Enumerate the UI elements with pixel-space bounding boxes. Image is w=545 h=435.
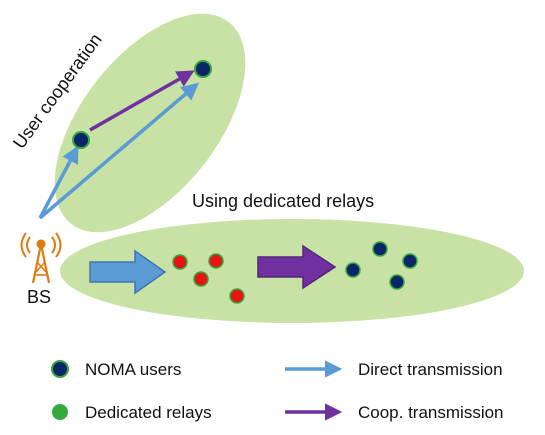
- legend: NOMA users Dedicated relays Direct trans…: [51, 360, 504, 422]
- noma-user: [372, 241, 388, 257]
- dedicated-relay-node: [172, 254, 188, 270]
- legend-coop-transmission-label: Coop. transmission: [358, 403, 504, 422]
- base-station-label: BS: [27, 287, 51, 307]
- direct-transmission-arrow-near-user: [38, 145, 79, 219]
- legend-direct-transmission-label: Direct transmission: [358, 360, 503, 379]
- dedicated-relays-title: Using dedicated relays: [192, 191, 374, 211]
- noma-user: [345, 262, 361, 278]
- dedicated-relay-node: [229, 288, 245, 304]
- noma-user: [402, 253, 418, 269]
- direct-transmission-block-arrow: [89, 249, 167, 295]
- coop-transmission-arrow-user-to-user: [89, 70, 195, 132]
- coop-transmission-block-arrow: [257, 244, 337, 290]
- dedicated-relay-node: [208, 253, 224, 269]
- noma-user-far: [194, 60, 212, 78]
- noma-user-near: [72, 131, 90, 149]
- legend-dedicated-relays-label: Dedicated relays: [85, 403, 212, 422]
- legend-noma-users-label: NOMA users: [85, 360, 181, 379]
- dedicated-relay-node: [193, 271, 209, 287]
- legend-noma-user-marker: [51, 360, 69, 378]
- antenna-tower-icon: [20, 232, 62, 284]
- noma-user: [389, 274, 405, 290]
- direct-transmission-arrow-far-user: [38, 82, 199, 220]
- legend-dedicated-relay-marker: [52, 404, 68, 420]
